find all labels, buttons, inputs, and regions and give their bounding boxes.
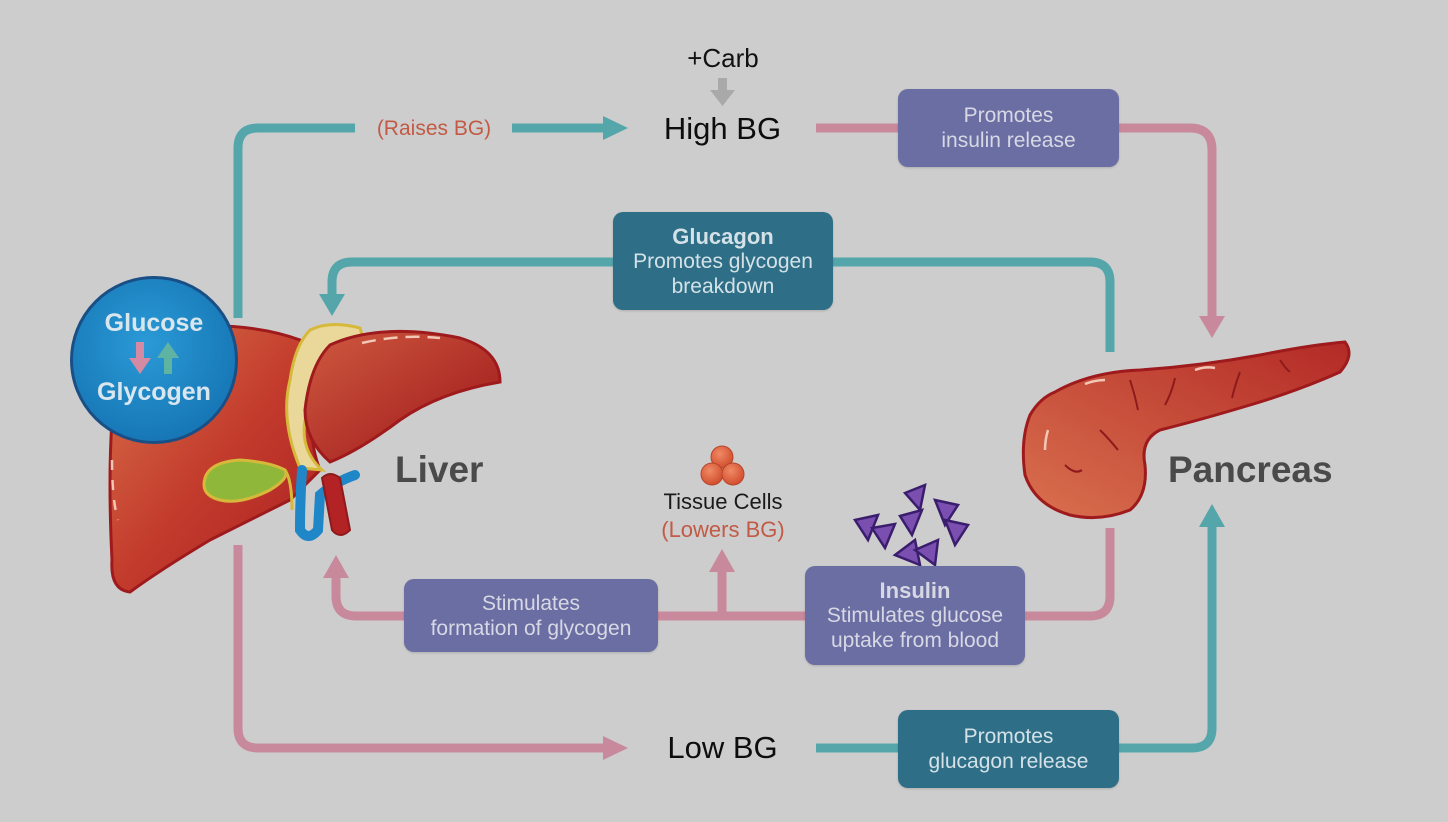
- insulin-molecules-icon: [852, 482, 971, 568]
- insulin-release-line2: insulin release: [941, 129, 1076, 152]
- glucagon-release-box: Promotes glucagon release: [898, 710, 1119, 788]
- glucagon-title: Glucagon: [672, 223, 774, 249]
- insulin-release-line1: Promotes: [963, 104, 1054, 127]
- glycogen-formation-line1: Stimulates: [481, 591, 581, 615]
- carb-intake-label: +Carb: [687, 43, 759, 73]
- insulin-title: Insulin: [879, 578, 951, 603]
- insulin-release-box: Promotes insulin release: [898, 89, 1119, 167]
- glucagon-line2: breakdown: [671, 274, 775, 298]
- high-bg-label: High BG: [663, 111, 782, 146]
- tissue-cells-title: Tissue Cells: [663, 489, 783, 514]
- arrow-high-bg-to-pancreas: [816, 123, 1225, 338]
- glucagon-box: Glucagon Promotes glycogen breakdown: [613, 212, 833, 310]
- arrow-carb-down: [710, 78, 735, 106]
- arrow-liver-to-low-bg: [233, 545, 628, 760]
- lowers-bg-label: (Lowers BG): [661, 517, 785, 542]
- liver-label: Liver: [395, 449, 484, 490]
- glucose-label: Glucose: [104, 309, 204, 337]
- glucagon-release-line1: Promotes: [963, 725, 1054, 748]
- arrow-liver-to-high-bg: [233, 116, 628, 318]
- tissue-cells-label: Tissue Cells (Lowers BG): [632, 488, 814, 544]
- raises-bg-label: (Raises BG): [376, 117, 492, 140]
- tissue-cells-icon: [700, 445, 745, 486]
- insulin-box: Insulin Stimulates glucose uptake from b…: [805, 566, 1025, 665]
- arrow-low-bg-to-pancreas: [816, 504, 1225, 753]
- arrow-down-icon: [129, 342, 151, 374]
- insulin-line2: uptake from blood: [830, 629, 1000, 652]
- insulin-line1: Stimulates glucose: [826, 604, 1004, 627]
- glycogen-label: Glycogen: [97, 378, 211, 406]
- pancreas-label: Pancreas: [1168, 449, 1333, 490]
- glucagon-release-line2: glucagon release: [928, 750, 1089, 773]
- conversion-arrows: [73, 338, 235, 378]
- glycogen-formation-box: Stimulates formation of glycogen: [404, 579, 658, 652]
- glucose-glycogen-circle: Glucose Glycogen: [70, 276, 238, 444]
- arrow-insulin-to-liver: [323, 528, 1115, 621]
- glucagon-line1: Promotes glycogen: [633, 249, 813, 273]
- glycogen-formation-line2: formation of glycogen: [430, 616, 632, 640]
- low-bg-label: Low BG: [667, 730, 778, 765]
- arrow-up-icon: [157, 342, 179, 374]
- pancreas-illustration: [1021, 340, 1351, 520]
